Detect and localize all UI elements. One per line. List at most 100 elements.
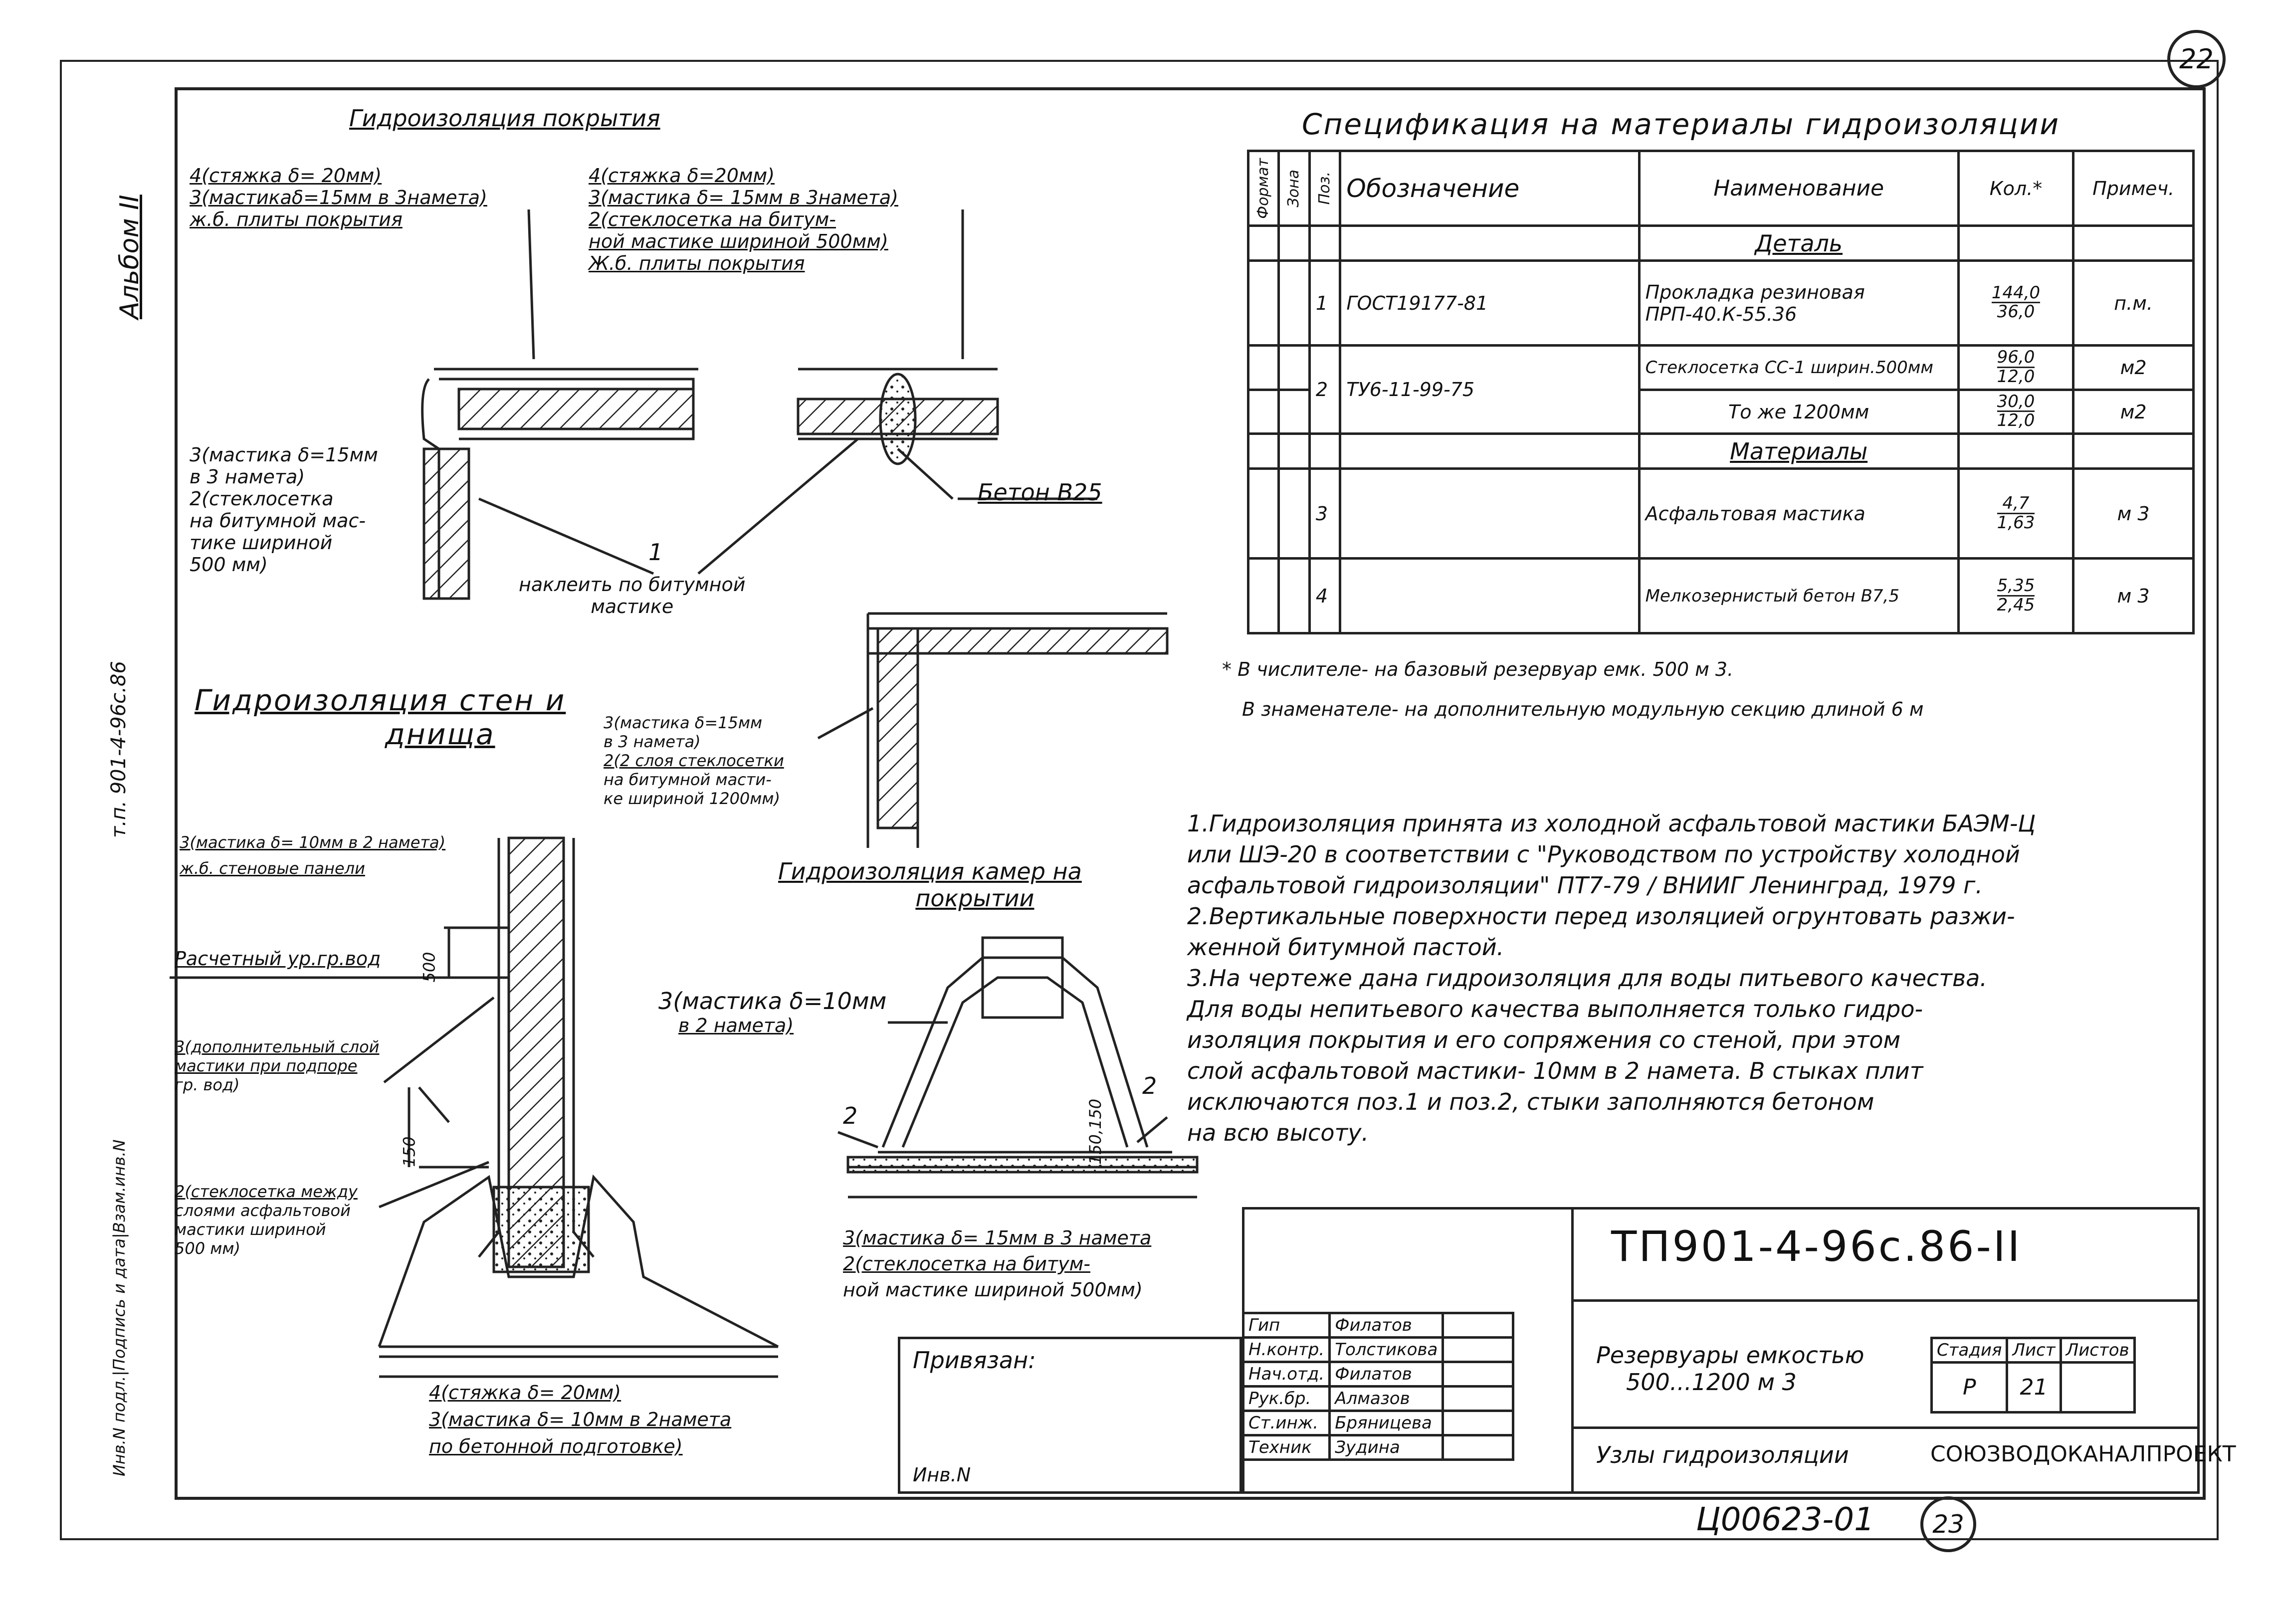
- qty-bottom: 2,45: [1997, 595, 2035, 615]
- spec-cell: [1957, 432, 2075, 470]
- spec-designation: ГОСТ19177-81: [1339, 259, 1641, 347]
- staff-role: Рук.бр.: [1241, 1385, 1331, 1412]
- spec-note: м2: [2072, 344, 2195, 391]
- spec-pos: 1: [1308, 259, 1342, 347]
- title-block-divider-h2: [1571, 1426, 2200, 1429]
- spec-section-detail-text: Деталь: [1755, 229, 1843, 257]
- corner-line-2: в 3 намета): [604, 732, 701, 751]
- staff-role: Ст.инж.: [1241, 1410, 1331, 1436]
- bound-box: [898, 1337, 1242, 1494]
- staff-role: Техник: [1241, 1434, 1331, 1461]
- roof-side-line-2: в 3 намета): [190, 466, 305, 488]
- spec-cell: [1246, 344, 1280, 391]
- spec-cell: [1339, 432, 1641, 470]
- bottom-code: Ц00623-01: [1696, 1501, 1874, 1538]
- roof-side-line-6: 500 мм): [190, 554, 268, 576]
- spec-name-line: ПРП-40.К-55.36: [1645, 303, 1797, 325]
- qty-top: 96,0: [1997, 347, 2035, 368]
- spec-cell: [1339, 224, 1641, 262]
- walls-bottom-3: по бетонной подготовке): [429, 1435, 683, 1457]
- org-name: СОЮЗВОДОКАНАЛПРОЕКТ: [1930, 1441, 2236, 1467]
- walls-title: Гидроизоляция стен и днища: [195, 683, 566, 751]
- chamber-label-2-right: 2: [1142, 1072, 1157, 1099]
- mesh-1: 2(стеклосетка между: [175, 1182, 358, 1201]
- staff-sign: [1442, 1336, 1515, 1363]
- chambers-bottom-callout: 3(мастика δ= 15мм в 3 намета 2(стеклосет…: [843, 1227, 1151, 1301]
- walls-bottom-2: 3(мастика δ= 10мм в 2намета: [429, 1409, 732, 1430]
- note-line: 1.Гидроизоляция принята из холодной асфа…: [1187, 810, 2036, 837]
- qty-bottom: 12,0: [1997, 366, 2035, 387]
- chambers-callout-1: 3(мастика δ=10мм: [658, 988, 887, 1015]
- chambers-bottom-1: 3(мастика δ= 15мм в 3 намета: [843, 1227, 1152, 1249]
- spec-title: Спецификация на материалы гидроизоляции: [1302, 107, 2061, 141]
- spec-cell: [1246, 557, 1280, 635]
- spec-section-materials-text: Материалы: [1730, 437, 1868, 465]
- spec-cell: [2072, 432, 2195, 470]
- staff-sign: [1442, 1410, 1515, 1436]
- note-line: 2.Вертикальные поверхности перед изоляци…: [1187, 903, 2015, 930]
- roof-right-line-4: ной мастике шириной 500мм): [589, 230, 888, 252]
- roof-right-line-1: 4(стяжка δ=20мм): [589, 165, 775, 187]
- staff-name: Зудина: [1328, 1434, 1445, 1461]
- spec-cell: [1246, 259, 1280, 347]
- spec-note: п.м.: [2072, 259, 2195, 347]
- notes-block: 1.Гидроизоляция принята из холодной асфа…: [1187, 808, 2036, 1148]
- spec-h-zone-text: Зона: [1285, 169, 1303, 207]
- spec-cell: [1277, 432, 1311, 470]
- spec-cell: [1277, 467, 1311, 560]
- staff-sign: [1442, 1434, 1515, 1461]
- spec-designation: [1339, 467, 1641, 560]
- mesh-callout: 2(стеклосетка между слоями асфальтовой м…: [175, 1182, 358, 1258]
- spec-designation: ТУ6-11-99-75: [1339, 344, 1641, 435]
- spec-footnote-1: * В числителе- на базовый резервуар емк.…: [1222, 658, 1734, 680]
- qty-top: 30,0: [1997, 391, 2035, 412]
- bound-label: Привязан:: [913, 1347, 1036, 1374]
- object-line-1: Резервуары емкостью: [1596, 1342, 1864, 1369]
- spec-h-qty: Кол.*: [1957, 150, 2075, 227]
- extra-layer-1: 3(дополнительный слой: [175, 1037, 380, 1056]
- water-level-label: Расчетный ур.гр.вод: [175, 948, 381, 970]
- corner-line-3: 2(2 слоя стеклосетки: [604, 751, 784, 770]
- spec-cell: [1277, 388, 1311, 435]
- chambers-bottom-3: ной мастике шириной 500мм): [843, 1279, 1143, 1301]
- wall-footing: [378, 1174, 779, 1348]
- extra-layer-3: гр. вод): [175, 1075, 240, 1094]
- chamber-outline: [881, 956, 1149, 1148]
- chamber-dims: 150,150: [1086, 1098, 1105, 1165]
- staff-role: Гип: [1241, 1312, 1331, 1339]
- spec-cell: [1246, 224, 1280, 262]
- dim-500: 500: [419, 952, 439, 983]
- spec-cell: [1277, 557, 1311, 635]
- corner-callout: 3(мастика δ=15мм в 3 намета) 2(2 слоя ст…: [604, 713, 784, 808]
- note-line: или ШЭ-20 в соответствии с "Руководством…: [1187, 841, 2020, 868]
- chambers-title: Гидроизоляция камер на покрытии: [778, 858, 1082, 912]
- chambers-callout: 3(мастика δ=10мм в 2 намета): [658, 988, 886, 1036]
- title-code: ТП901-4-96с.86-II: [1611, 1222, 2022, 1271]
- walls-title-1: Гидроизоляция стен и: [195, 683, 566, 717]
- chambers-title-1: Гидроизоляция камер на: [778, 858, 1082, 885]
- staff-sign: [1442, 1361, 1515, 1388]
- sheet-title: Узлы гидроизоляции: [1596, 1441, 1849, 1468]
- title-block-divider-h: [1571, 1299, 2200, 1302]
- spec-note: м 3: [2072, 557, 2195, 635]
- note-line: на всю высоту.: [1187, 1119, 1369, 1146]
- roof-right-callout: 4(стяжка δ=20мм) 3(мастика δ= 15мм в 3на…: [589, 165, 898, 274]
- spec-name: То же 1200мм: [1638, 388, 1960, 435]
- roof-right-line-5: Ж.б. плиты покрытия: [589, 252, 805, 274]
- spec-designation: [1339, 557, 1641, 635]
- roof-side-line-5: тике шириной: [190, 532, 333, 554]
- chambers-callout-2: в 2 намета): [678, 1015, 794, 1036]
- corner-line-1: 3(мастика δ=15мм: [604, 713, 763, 732]
- spec-pos: 2: [1308, 344, 1342, 435]
- spec-h-note: Примеч.: [2072, 150, 2195, 227]
- qty-top: 144,0: [1991, 282, 2041, 304]
- chamber-label-2-left: 2: [843, 1102, 858, 1129]
